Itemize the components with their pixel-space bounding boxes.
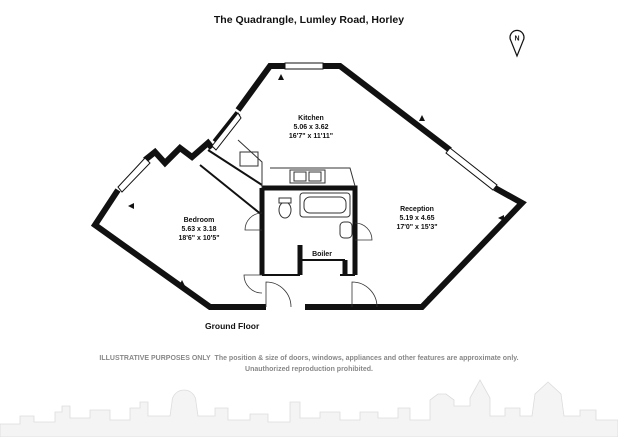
disclaimer-lead: ILLUSTRATIVE PURPOSES ONLY (99, 355, 211, 362)
disclaimer-line-2: Unauthorized reproduction prohibited. (245, 366, 373, 373)
bedroom-metric: 5.63 x 3.18 (181, 226, 216, 233)
kitchen-name: Kitchen (298, 115, 324, 122)
bedroom-imperial: 18'6" x 10'5" (178, 235, 219, 242)
boiler-name: Boiler (312, 251, 332, 258)
kitchen-metric: 5.06 x 3.62 (293, 124, 328, 131)
reception-imperial: 17'0" x 15'3" (396, 224, 437, 231)
hob-icon (239, 151, 259, 167)
plan-title: The Quadrangle, Lumley Road, Horley (213, 14, 405, 26)
floor-label: Ground Floor (205, 321, 260, 331)
disclaimer-rest: The position & size of doors, windows, a… (214, 355, 519, 362)
reception-metric: 5.19 x 4.65 (399, 215, 434, 222)
doors (243, 212, 378, 308)
sink-icon (289, 169, 326, 184)
reception-name: Reception (400, 206, 434, 213)
kitchen-imperial: 16'7" x 11'11" (289, 133, 333, 140)
disclaimer: ILLUSTRATIVE PURPOSES ONLY The position … (0, 353, 618, 375)
kitchen-units (237, 139, 356, 188)
floor-plan: Kitchen 5.06 x 3.62 16'7" x 11'11" Recep… (90, 62, 527, 310)
windows (117, 62, 498, 193)
disclaimer-line-1: ILLUSTRATIVE PURPOSES ONLY The position … (0, 353, 618, 364)
toilet-icon (278, 201, 292, 219)
ceiling-markers (128, 74, 504, 302)
bedroom-name: Bedroom (184, 217, 215, 224)
interior-partitions (199, 149, 355, 276)
compass-label: N (514, 36, 519, 43)
basin-icon (339, 221, 353, 239)
bathroom-fixtures (278, 192, 353, 239)
north-compass-icon: N (509, 29, 525, 58)
skyline-watermark (0, 379, 618, 437)
